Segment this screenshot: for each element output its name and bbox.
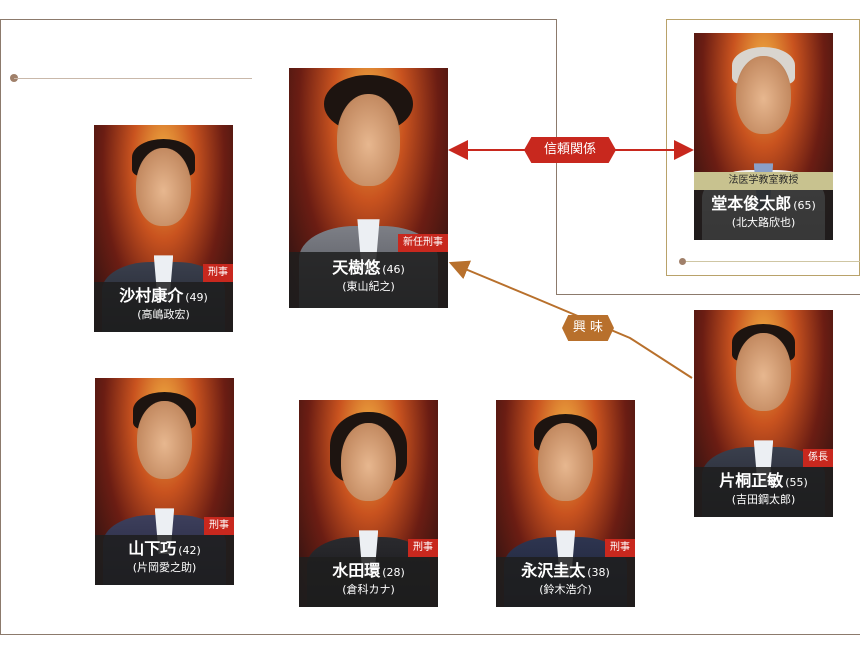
character-name: 沙村康介(49)	[119, 286, 208, 305]
character-age: (38)	[587, 566, 610, 579]
face	[136, 400, 193, 480]
name-plate: 沙村康介(49) (高嶋政宏)	[94, 282, 233, 332]
face	[735, 332, 792, 412]
frame-dot-right	[679, 258, 686, 265]
character-age: (28)	[382, 566, 405, 579]
face	[735, 55, 792, 135]
role-badge: 刑事	[605, 539, 635, 557]
character-name: 天樹悠(46)	[332, 258, 405, 277]
role-badge: 係長	[803, 449, 833, 467]
character-age: (55)	[785, 476, 808, 489]
name-plate: 水田環(28) (倉科カナ)	[299, 557, 438, 607]
diagram-frame	[0, 19, 860, 635]
character-card-katagiri[interactable]: 係長 片桐正敏(55) (吉田鋼太郎)	[694, 310, 833, 517]
frame-rule-right	[686, 261, 860, 262]
character-card-yamashita[interactable]: 刑事 山下巧(42) (片岡愛之助)	[95, 378, 234, 585]
role-badge: 刑事	[408, 539, 438, 557]
character-age: (49)	[185, 291, 208, 304]
trust-label: 信頼関係	[524, 137, 616, 163]
face	[135, 147, 192, 227]
frame-rule-left	[14, 78, 252, 79]
character-card-samura[interactable]: 刑事 沙村康介(49) (高嶋政宏)	[94, 125, 233, 332]
role-badge: 新任刑事	[398, 234, 448, 252]
role-badge: 刑事	[204, 517, 234, 535]
character-age: (65)	[793, 199, 816, 212]
role-badge: 法医学教室教授	[694, 172, 833, 190]
name-plate: 堂本俊太郎(65) (北大路欣也)	[694, 190, 833, 240]
character-name: 山下巧(42)	[128, 539, 201, 558]
actor-name: (高嶋政宏)	[137, 308, 190, 321]
actor-name: (鈴木浩介)	[539, 583, 592, 596]
actor-name: (倉科カナ)	[342, 583, 395, 596]
actor-name: (吉田鋼太郎)	[731, 493, 796, 506]
actor-name: (片岡愛之助)	[132, 561, 197, 574]
name-plate: 永沢圭太(38) (鈴木浩介)	[496, 557, 635, 607]
character-card-nagasawa[interactable]: 刑事 永沢圭太(38) (鈴木浩介)	[496, 400, 635, 607]
interest-label: 興 味	[562, 315, 614, 341]
face	[336, 94, 401, 186]
name-plate: 山下巧(42) (片岡愛之助)	[95, 535, 234, 585]
character-name: 堂本俊太郎(65)	[711, 194, 816, 213]
face	[537, 422, 594, 502]
character-age: (46)	[382, 263, 405, 276]
name-plate: 片桐正敏(55) (吉田鋼太郎)	[694, 467, 833, 517]
character-name: 永沢圭太(38)	[521, 561, 610, 580]
face	[340, 422, 397, 502]
character-name: 片桐正敏(55)	[719, 471, 808, 490]
actor-name: (東山紀之)	[342, 280, 395, 293]
character-card-domoto[interactable]: 法医学教室教授 堂本俊太郎(65) (北大路欣也)	[694, 33, 833, 240]
name-plate: 天樹悠(46) (東山紀之)	[289, 252, 448, 308]
character-card-mizuta[interactable]: 刑事 水田環(28) (倉科カナ)	[299, 400, 438, 607]
character-age: (42)	[178, 544, 201, 557]
character-name: 水田環(28)	[332, 561, 405, 580]
character-card-amagi[interactable]: 新任刑事 天樹悠(46) (東山紀之)	[289, 68, 448, 308]
role-badge: 刑事	[203, 264, 233, 282]
actor-name: (北大路欣也)	[731, 216, 796, 229]
